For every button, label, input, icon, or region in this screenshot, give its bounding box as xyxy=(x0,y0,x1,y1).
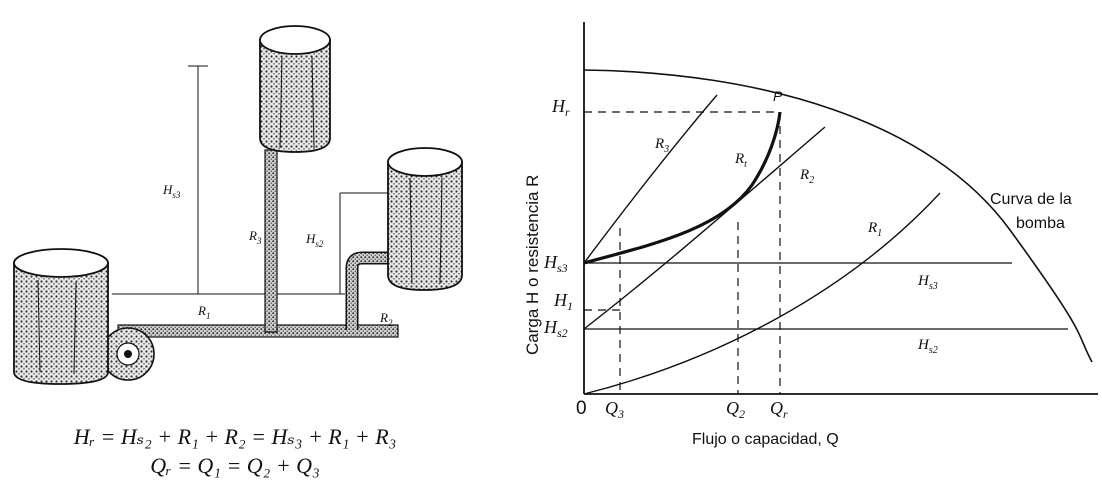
label-hs2: Hs2 xyxy=(305,231,324,249)
ytick-hs2: Hs2 xyxy=(543,317,568,340)
xtick-q2: Q2 xyxy=(726,398,745,421)
pump-curve-chart: Carga H o resistencia R Flujo o capacida… xyxy=(523,22,1098,448)
pipe-network xyxy=(117,149,399,338)
tank-system-diagram: Hs3 Hs2 R1 R2 R3 xyxy=(13,25,463,385)
curve-r3 xyxy=(583,94,718,264)
pump xyxy=(101,327,155,381)
label-r3: R3 xyxy=(248,228,262,246)
upper-tank xyxy=(259,25,331,153)
hs2-dimension xyxy=(339,192,392,294)
xtick-qr: Qr xyxy=(770,398,788,421)
hs3-dimension xyxy=(188,65,208,294)
x-axis-label: Flujo o capacidad, Q xyxy=(692,431,839,448)
xtick-q3: Q3 xyxy=(605,398,624,421)
pump-curve-label-line2: bomba xyxy=(1016,215,1065,232)
dashed-guides xyxy=(584,111,781,394)
curve-r1 xyxy=(583,192,941,395)
label-r2: R2 xyxy=(379,310,393,328)
line-label-hs3: Hs3 xyxy=(917,273,938,292)
curve-r2 xyxy=(583,126,826,330)
curve-label-r1: R1 xyxy=(867,220,882,239)
curve-label-rt: Rt xyxy=(734,151,747,170)
ytick-h1: H1 xyxy=(553,290,573,313)
equation-flow-balance: Qᵣ = Q₁ = Q₂ + Q₃ xyxy=(150,453,320,478)
ytick-hr: Hr xyxy=(551,96,570,119)
pump-curve-label-line1: Curva de la xyxy=(990,191,1072,208)
ytick-hs3: Hs3 xyxy=(543,252,568,275)
equation-head-balance: Hᵣ = Hₛ₂ + R₁ + R₂ = Hₛ₃ + R₁ + R₃ xyxy=(73,424,397,449)
point-p-label: P xyxy=(773,88,783,104)
middle-tank xyxy=(387,147,463,291)
line-label-hs2: Hs2 xyxy=(917,337,938,356)
pipe-r3 xyxy=(264,149,278,333)
supply-tank xyxy=(13,248,109,385)
label-hs3: Hs3 xyxy=(162,182,181,200)
curve-label-r2: R2 xyxy=(799,167,814,186)
xtick-zero: 0 xyxy=(576,398,587,419)
curve-label-r3: R3 xyxy=(654,136,669,155)
y-axis-label: Carga H o resistencia R xyxy=(523,175,542,355)
curve-rt xyxy=(583,111,782,265)
label-r1: R1 xyxy=(197,303,210,321)
pump-head-curve xyxy=(583,69,1093,363)
